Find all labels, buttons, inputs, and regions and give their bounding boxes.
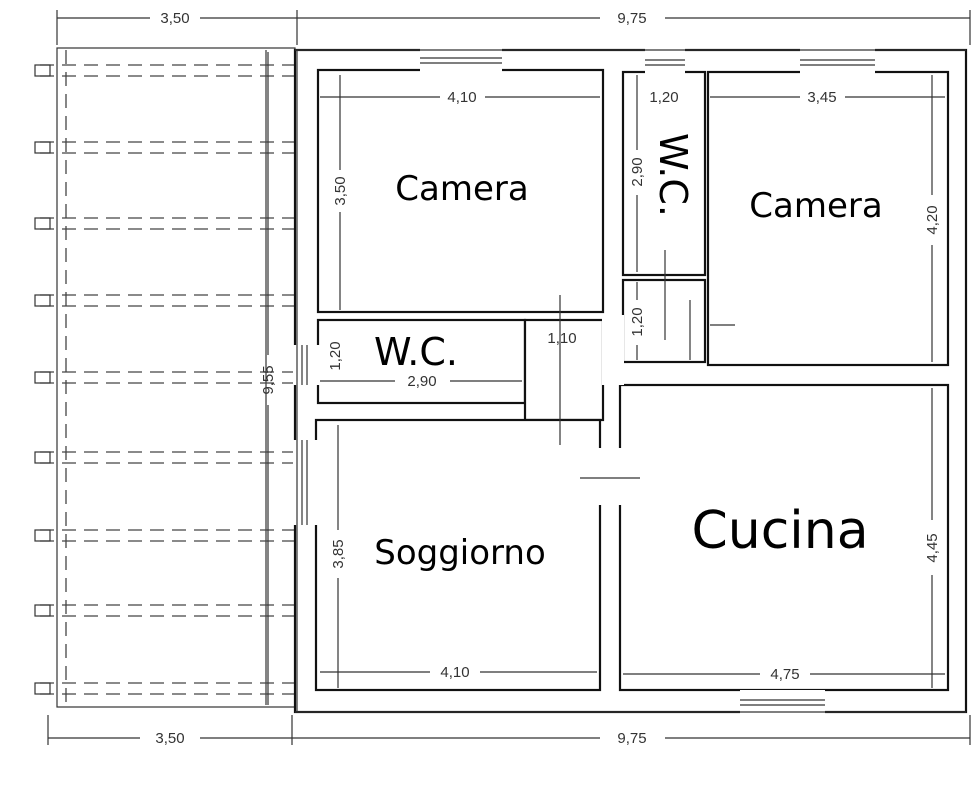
room-camera-2 xyxy=(706,70,950,367)
dim-bottom-porch: 3,50 xyxy=(155,730,184,747)
porch-beam xyxy=(34,217,295,230)
dim-cucina-width: 4,75 xyxy=(770,666,799,683)
dim-wc-1-width: 2,90 xyxy=(407,373,436,390)
dim-top-house: 9,75 xyxy=(617,10,646,27)
openings xyxy=(293,48,875,714)
room-label-camera-2: Camera xyxy=(749,186,882,226)
room-label-wc-2: W.C. xyxy=(651,133,695,217)
dim-cucina-depth: 4,45 xyxy=(924,533,941,562)
porch-beam xyxy=(34,682,295,695)
dim-wc-1-depth: 1,20 xyxy=(327,341,344,370)
dim-soggiorno-depth: 3,85 xyxy=(330,539,347,568)
porch-beam xyxy=(34,294,295,307)
porch-beam xyxy=(34,451,295,464)
window-lines xyxy=(295,49,966,713)
porch-beam xyxy=(34,64,295,77)
dim-soggiorno-width: 4,10 xyxy=(440,664,469,681)
room-camera-1 xyxy=(316,68,605,314)
porch-beam xyxy=(34,529,295,542)
dim-camera-1-depth: 3,50 xyxy=(332,176,349,205)
dim-top-porch: 3,50 xyxy=(160,10,189,27)
porch-beam xyxy=(34,141,295,154)
dim-camera-2-depth: 4,20 xyxy=(924,205,941,234)
dim-hall-1-width: 1,10 xyxy=(547,330,576,347)
room-label-camera-1: Camera xyxy=(395,169,528,209)
dim-camera-2-width: 3,45 xyxy=(807,89,836,106)
dim-porch-depth: 9,55 xyxy=(260,365,277,394)
room-wc-1 xyxy=(316,318,527,405)
dim-camera-1-width: 4,10 xyxy=(447,89,476,106)
room-label-soggiorno: Soggiorno xyxy=(374,533,546,573)
dim-wc-2-depth: 2,90 xyxy=(629,157,646,186)
room-label-wc-1: W.C. xyxy=(374,330,458,374)
porch-beam xyxy=(34,604,295,617)
porch xyxy=(34,47,296,708)
dim-bottom-house: 9,75 xyxy=(617,730,646,747)
room-label-cucina: Cucina xyxy=(691,501,868,561)
room-soggiorno xyxy=(314,418,602,692)
hallway-1 xyxy=(523,318,605,422)
dim-wc-2-width: 1,20 xyxy=(649,89,678,106)
dimension-lines xyxy=(47,10,971,745)
dim-hall-2-depth: 1,20 xyxy=(629,307,646,336)
room-cucina xyxy=(618,383,950,692)
porch-beam xyxy=(34,371,295,384)
